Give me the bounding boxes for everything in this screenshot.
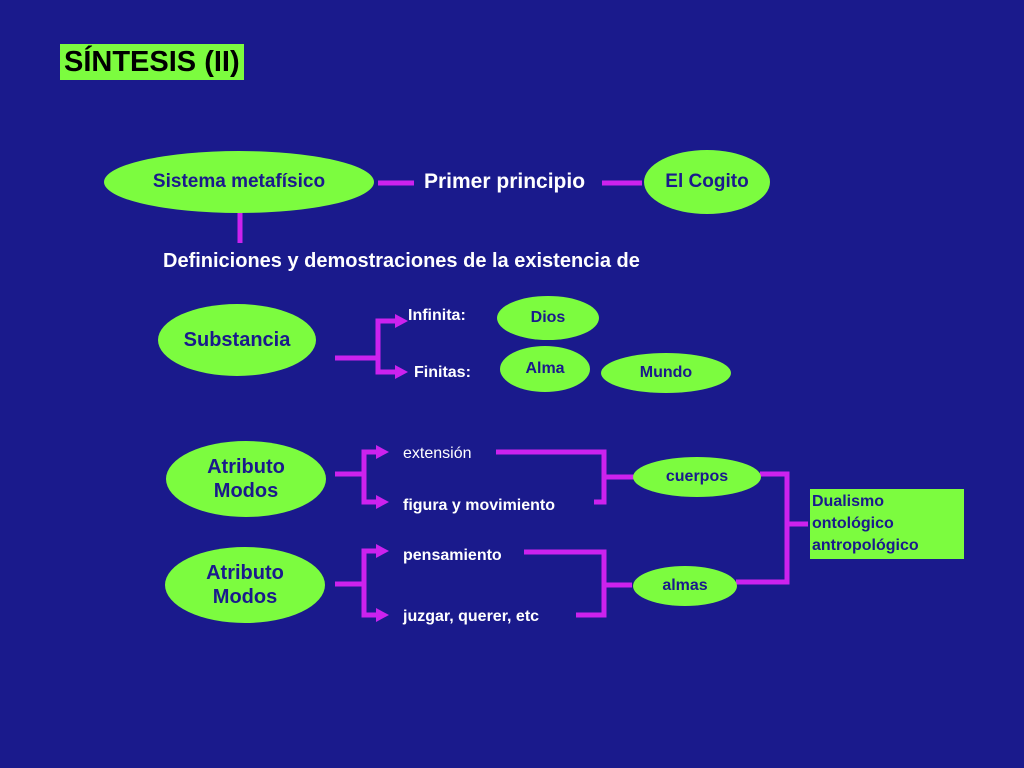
connector-atributo2-juzgar	[361, 584, 376, 618]
node-dios: Dios	[497, 296, 599, 340]
arrowhead	[376, 445, 389, 459]
label-pensamiento: pensamiento	[403, 547, 502, 564]
arrowhead	[376, 544, 389, 558]
arrowhead	[395, 365, 408, 379]
connector-substancia-finitas	[375, 358, 395, 375]
arrowhead	[376, 495, 389, 509]
connector-pen-juz	[524, 549, 607, 618]
node-modos1-label: Modos	[213, 480, 279, 502]
node-almas-label: almas	[662, 577, 708, 594]
connector-atributo1-figura	[361, 474, 376, 505]
node-modos2-label: Modos	[212, 586, 278, 608]
arrowhead	[395, 314, 408, 328]
node-substancia: Substancia	[158, 304, 316, 376]
node-mundo-label: Mundo	[639, 364, 693, 381]
node-substancia-label: Substancia	[183, 328, 291, 351]
node-almas: almas	[633, 566, 737, 606]
node-alma-label: Alma	[525, 360, 565, 377]
node-mundo: Mundo	[601, 353, 731, 393]
connector-atributo2	[335, 548, 376, 587]
connector-atributo1	[335, 449, 376, 477]
node-el-cogito: El Cogito	[644, 150, 770, 214]
connector-substancia	[335, 318, 395, 361]
dualismo-line-3: antropológico	[812, 537, 919, 554]
label-figura-movimiento: figura y movimiento	[403, 497, 556, 514]
node-atributo2-label: Atributo	[206, 562, 284, 584]
label-infinita: Infinita:	[408, 307, 466, 324]
node-cuerpos-label: cuerpos	[665, 468, 729, 485]
dualismo-line-1: Dualismo	[812, 493, 885, 510]
connector-ext-fig	[496, 449, 607, 505]
box-dualismo: Dualismo ontológico antropológico	[810, 489, 964, 559]
node-atributo1-label: Atributo	[207, 456, 285, 478]
label-extension: extensión	[403, 445, 472, 462]
node-dios-label: Dios	[530, 309, 566, 326]
node-alma: Alma	[500, 346, 590, 392]
node-definiciones: Definiciones y demostraciones de la exis…	[163, 250, 640, 272]
node-sistema-metafisico: Sistema metafísico	[104, 151, 374, 213]
node-sistema-label: Sistema metafísico	[152, 171, 326, 192]
node-primer-principio: Primer principio	[424, 170, 586, 193]
arrowhead	[376, 608, 389, 622]
node-atributo-modos-2: Atributo Modos	[165, 547, 325, 623]
label-juzgar-querer: juzgar, querer, etc	[403, 608, 540, 625]
node-atributo-modos-1: Atributo Modos	[166, 441, 326, 517]
label-finitas: Finitas:	[414, 364, 471, 381]
node-cogito-label: El Cogito	[665, 171, 749, 192]
node-cuerpos: cuerpos	[633, 457, 761, 497]
dualismo-line-2: ontológico	[812, 515, 894, 532]
page-title: SÍNTESIS (II)	[60, 44, 244, 80]
connector-to-dualismo	[736, 471, 790, 585]
